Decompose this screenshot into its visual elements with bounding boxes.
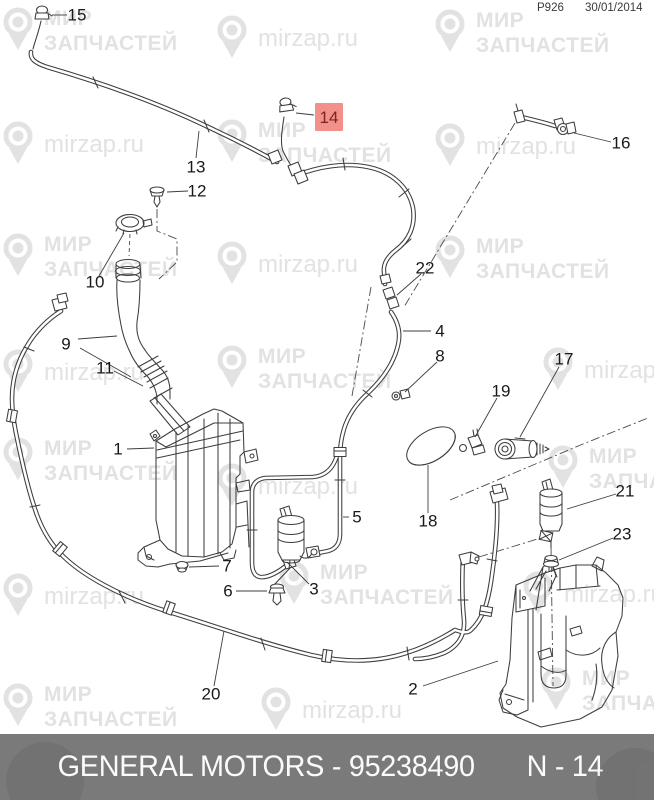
part-callout-15[interactable]: 15 [67, 5, 87, 25]
map-pin-logo-icon [261, 687, 291, 730]
grommet-23 [542, 554, 560, 572]
map-pin-logo-icon [548, 445, 578, 488]
plate-code: P926 [537, 2, 564, 14]
part-callout-2[interactable]: 2 [408, 679, 418, 699]
part-callout-23[interactable]: 23 [612, 524, 632, 544]
washer-reservoir-2 [498, 556, 624, 728]
map-pin-logo-icon [217, 15, 247, 58]
footer-bar: GENERAL MOTORS - 95238490 N - 14 [0, 734, 654, 800]
map-pin-logo-icon [3, 121, 33, 164]
part-callout-4[interactable]: 4 [435, 321, 445, 341]
part-callout-3[interactable]: 3 [309, 579, 319, 599]
hose-fittings-and-clips [6, 149, 509, 664]
watermark-url: mirzap.ru [214, 14, 358, 64]
part-callout-7[interactable]: 7 [222, 556, 232, 576]
headlamp-washer-cover-18 [406, 426, 456, 466]
hose-clip-8 [391, 388, 411, 401]
headlamp-washer-pump-21 [538, 478, 563, 549]
filler-neck-and-cap [114, 213, 173, 405]
bracket-19 [458, 428, 486, 456]
watermark-url: mirzap.ru [540, 346, 654, 396]
part-callout-9[interactable]: 9 [61, 334, 71, 354]
part-callout-5[interactable]: 5 [352, 507, 362, 527]
part-callout-17[interactable]: 17 [554, 349, 574, 369]
hose-connector-16 [513, 103, 577, 136]
leader-lines [52, 14, 617, 687]
map-pin-logo-icon [3, 573, 33, 616]
watermark-url: mirzap.ru [0, 572, 144, 622]
washer-pump-3 [277, 505, 318, 570]
part-callout-21[interactable]: 21 [615, 481, 635, 501]
part-callout-16[interactable]: 16 [611, 133, 631, 153]
map-pin-logo-icon [3, 683, 33, 726]
part-callout-13[interactable]: 13 [186, 157, 206, 177]
plate-date: 30/01/2014 [585, 2, 643, 14]
part-callout-11[interactable]: 11 [96, 358, 114, 378]
grommet-7 [175, 560, 189, 573]
map-pin-logo-icon [217, 241, 247, 284]
hose-clamps [6, 408, 494, 664]
part-callout-14[interactable]: 14 [315, 103, 343, 131]
retainer-clip-12 [149, 186, 165, 208]
watermark-url: mirzap.ru [0, 120, 144, 170]
washer-nozzle-15 [34, 5, 53, 20]
screw-grommet-6 [268, 583, 286, 606]
part-callout-8[interactable]: 8 [435, 346, 445, 366]
washer-hoses [9, 20, 558, 663]
watermark-url: mirzap.ru [214, 240, 358, 290]
part-callout-6[interactable]: 6 [223, 581, 233, 601]
map-pin-logo-icon [435, 123, 465, 166]
footer-part-number: GENERAL MOTORS - 95238490 [57, 750, 475, 783]
washer-reservoir-1 [137, 393, 259, 568]
part-callout-10[interactable]: 10 [85, 272, 105, 292]
map-pin-logo-icon [435, 9, 465, 52]
map-pin-logo-icon [3, 233, 33, 276]
map-pin-logo-icon [217, 463, 247, 506]
footer-page-ref: N - 14 [526, 750, 604, 783]
map-pin-logo-icon [217, 345, 247, 388]
part-callout-20[interactable]: 20 [201, 684, 221, 704]
map-pin-logo-icon [3, 7, 33, 50]
part-callout-22[interactable]: 22 [415, 258, 435, 278]
part-callout-18[interactable]: 18 [418, 511, 438, 531]
headlamp-washer-actuator-17 [494, 437, 550, 460]
part-callout-12[interactable]: 12 [187, 181, 207, 201]
part-callout-1[interactable]: 1 [113, 439, 123, 459]
map-pin-logo-icon [543, 347, 573, 390]
watermark-url: mirzap.ru [258, 686, 402, 736]
watermark-url: mirzap.ru [432, 122, 576, 172]
part-callout-19[interactable]: 19 [491, 381, 511, 401]
washer-nozzle-14 [279, 97, 297, 113]
